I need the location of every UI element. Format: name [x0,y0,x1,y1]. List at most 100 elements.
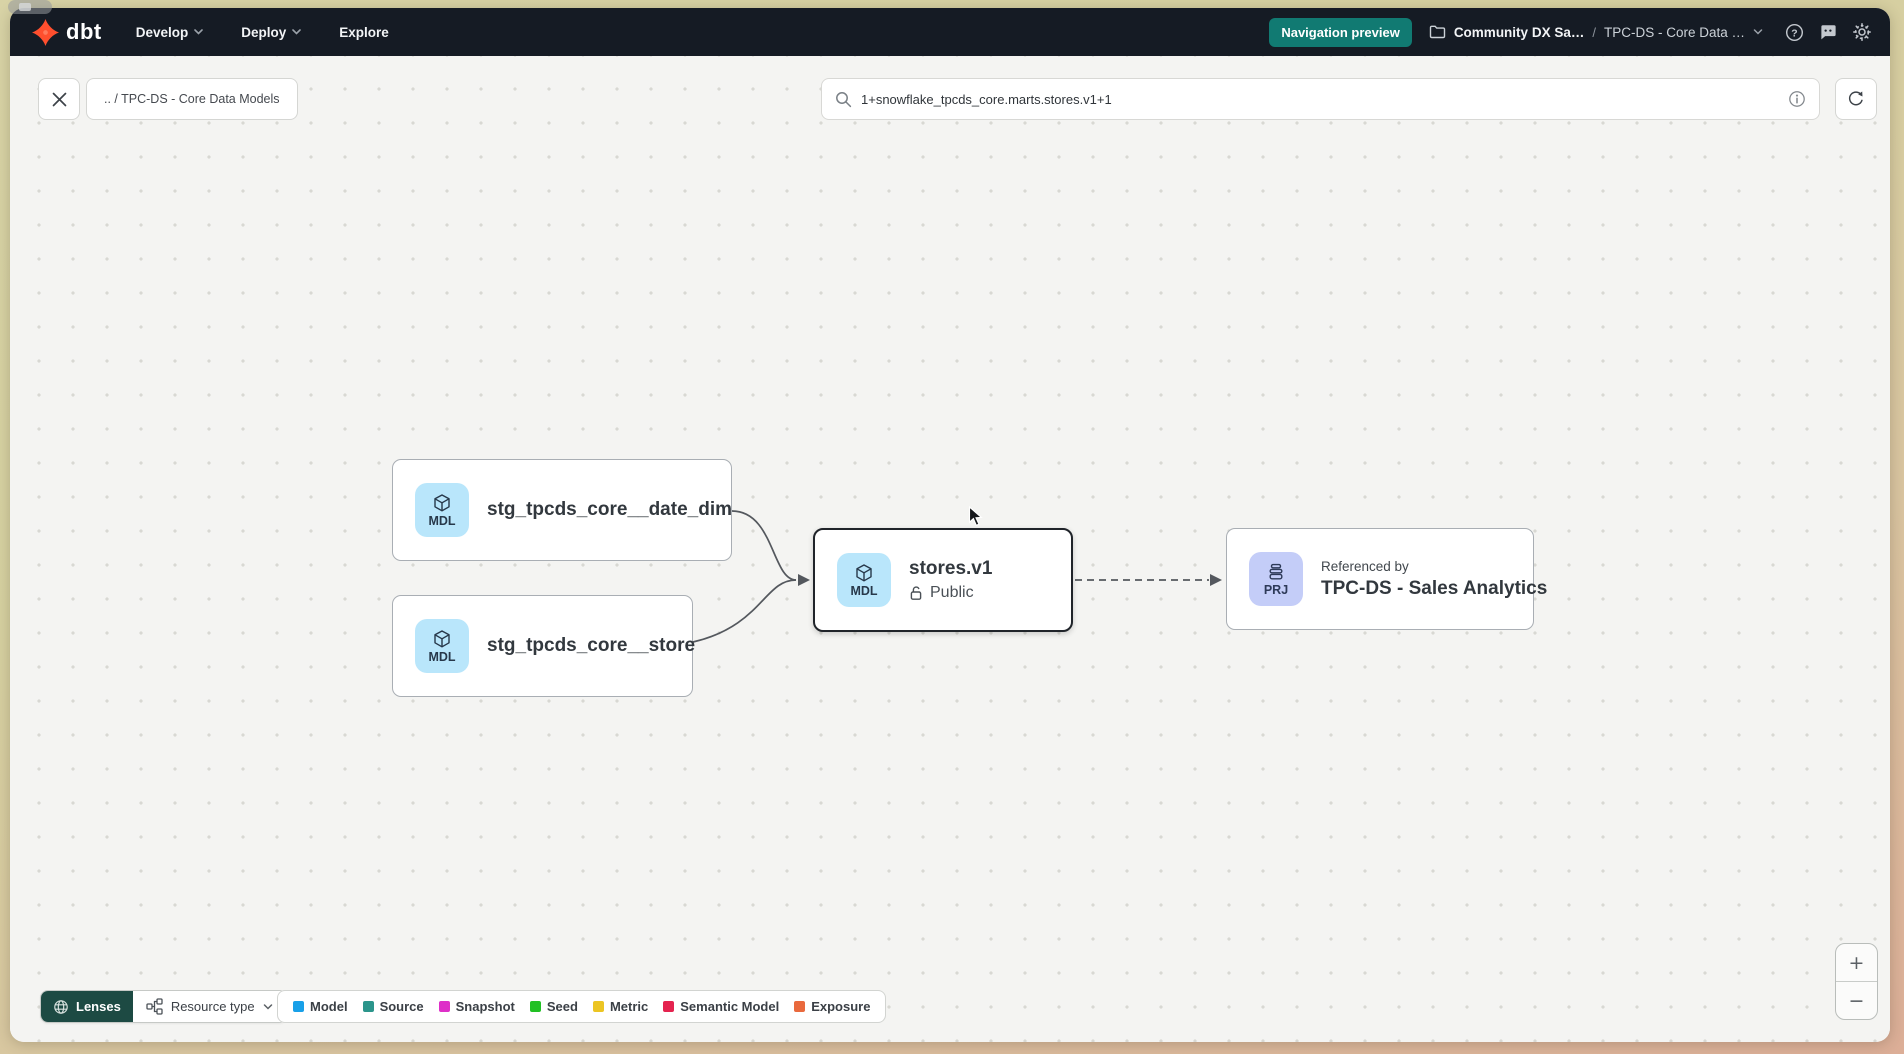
breadcrumb-separator: / [1592,24,1596,40]
unlock-icon [910,586,922,600]
lineage-search-input[interactable] [861,91,1779,107]
menu-deploy[interactable]: Deploy [241,24,302,40]
app-window: dbt Develop Deploy Explore Navigation pr… [10,8,1890,1042]
resource-type-icon [146,998,163,1015]
legend-swatch [293,1001,304,1012]
top-navbar: dbt Develop Deploy Explore Navigation pr… [10,8,1890,56]
legend-swatch [592,1001,604,1012]
legend-item-metric: Metric [592,999,649,1014]
breadcrumb-account[interactable]: Community DX Sa… [1453,24,1585,40]
search-icon [836,91,852,107]
legend-label: Model [310,999,348,1014]
menu-explore-label: Explore [339,24,389,40]
breadcrumb: Community DX Sa… / TPC-DS - Core Data … [1429,25,1763,40]
chevron-down-icon[interactable] [1753,29,1763,35]
svg-text:?: ? [1791,28,1797,39]
legend-label: Semantic Model [680,999,780,1014]
cube-icon [856,563,872,581]
navbar-icon-group: ? [1784,22,1872,42]
legend-item-snapshot: Snapshot [438,999,515,1014]
model-badge: MDL [415,619,469,673]
legend-item-source: Source [362,999,424,1014]
settings-gear-icon[interactable] [1852,22,1872,42]
legend-label: Exposure [811,999,871,1014]
chevron-down-icon [194,29,204,35]
node-stg-tpcds-core-store[interactable]: MDL stg_tpcds_core__store [392,595,696,697]
lenses-label: Lenses [76,999,121,1014]
breadcrumb-project[interactable]: TPC-DS - Core Data … [1603,24,1745,40]
screen-recording-indicator [8,0,52,14]
badge-label: MDL [428,513,456,528]
legend-swatch [438,1001,450,1012]
feedback-icon[interactable] [1818,22,1838,42]
model-badge: MDL [415,483,469,537]
menu-develop-label: Develop [135,24,189,40]
navigation-preview-badge[interactable]: Navigation preview [1269,17,1412,47]
menu-deploy-label: Deploy [241,24,287,40]
node-label: TPC-DS - Sales Analytics [1321,577,1548,599]
refresh-button[interactable] [1835,78,1877,120]
node-kicker: Referenced by [1321,558,1409,574]
resource-type-label: Resource type [170,999,255,1014]
legend-label: Metric [609,999,649,1014]
logo-text: dbt [66,19,102,44]
menu-develop[interactable]: Develop [136,25,204,40]
lens-globe-icon [54,999,68,1014]
badge-label: MDL [850,583,878,598]
legend-swatch [362,1001,374,1012]
zoom-controls: + − [1835,943,1878,1020]
legend-item-model: Model [293,999,348,1014]
legend: Model Source Snapshot Seed Metric Semant… [277,990,887,1023]
node-body: stores.v1 Public [909,558,992,602]
node-stg-tpcds-core-date-dim[interactable]: MDL stg_tpcds_core__date_dim [392,459,732,561]
legend-item-seed: Seed [529,999,578,1014]
recording-indicator-icon [19,3,31,11]
dbt-logo-icon [32,18,59,46]
lineage-path-label: .. / TPC-DS - Core Data Models [104,92,280,106]
menu-explore[interactable]: Explore [339,25,389,40]
folder-icon [1429,25,1446,39]
badge-label: MDL [428,649,456,664]
close-icon [52,92,66,106]
view-controls: Lenses Resource type [40,990,287,1023]
model-badge: MDL [837,553,891,607]
refresh-icon [1848,91,1863,106]
legend-label: Snapshot [455,999,515,1014]
node-access: Public [909,584,992,602]
node-label: stg_tpcds_core__store [487,635,696,656]
node-access-label: Public [930,584,974,601]
chevron-down-icon [263,1003,272,1010]
legend-item-semantic-model: Semantic Model [663,999,779,1014]
project-badge: PRJ [1249,552,1303,606]
lenses-button[interactable]: Lenses [41,991,133,1022]
dbt-logo[interactable]: dbt [32,18,102,46]
lineage-search-bar [821,78,1820,120]
zoom-out-button[interactable]: − [1836,982,1877,1019]
navbar-right: Navigation preview Community DX Sa… / TP… [1269,17,1872,47]
stack-icon [1269,563,1283,579]
legend-swatch [794,1001,806,1012]
zoom-in-button[interactable]: + [1836,944,1877,982]
cube-icon [434,629,450,647]
legend-label: Seed [546,999,578,1014]
node-stores-v1[interactable]: MDL stores.v1 Public [813,528,1073,632]
legend-swatch [529,1001,541,1012]
legend-item-exposure: Exposure [794,999,870,1014]
mouse-cursor [968,505,986,533]
lineage-path-chip[interactable]: .. / TPC-DS - Core Data Models [86,78,298,120]
close-button[interactable] [38,78,80,120]
legend-label: Source [379,999,424,1014]
badge-label: PRJ [1263,582,1289,597]
help-icon[interactable]: ? [1784,22,1804,42]
node-label: stg_tpcds_core__date_dim [487,499,732,520]
main-menu: Develop Deploy Explore [136,25,389,40]
lineage-canvas[interactable]: .. / TPC-DS - Core Data Models MDL stg_t… [10,56,1890,1042]
legend-swatch [663,1001,675,1012]
node-body: Referenced by TPC-DS - Sales Analytics [1321,559,1547,600]
node-label: stores.v1 [909,558,993,579]
node-referenced-by-project[interactable]: PRJ Referenced by TPC-DS - Sales Analyti… [1226,528,1547,630]
cube-icon [434,493,450,511]
chevron-down-icon [292,29,302,35]
resource-type-dropdown[interactable]: Resource type [132,991,286,1022]
info-icon[interactable] [1788,90,1806,108]
